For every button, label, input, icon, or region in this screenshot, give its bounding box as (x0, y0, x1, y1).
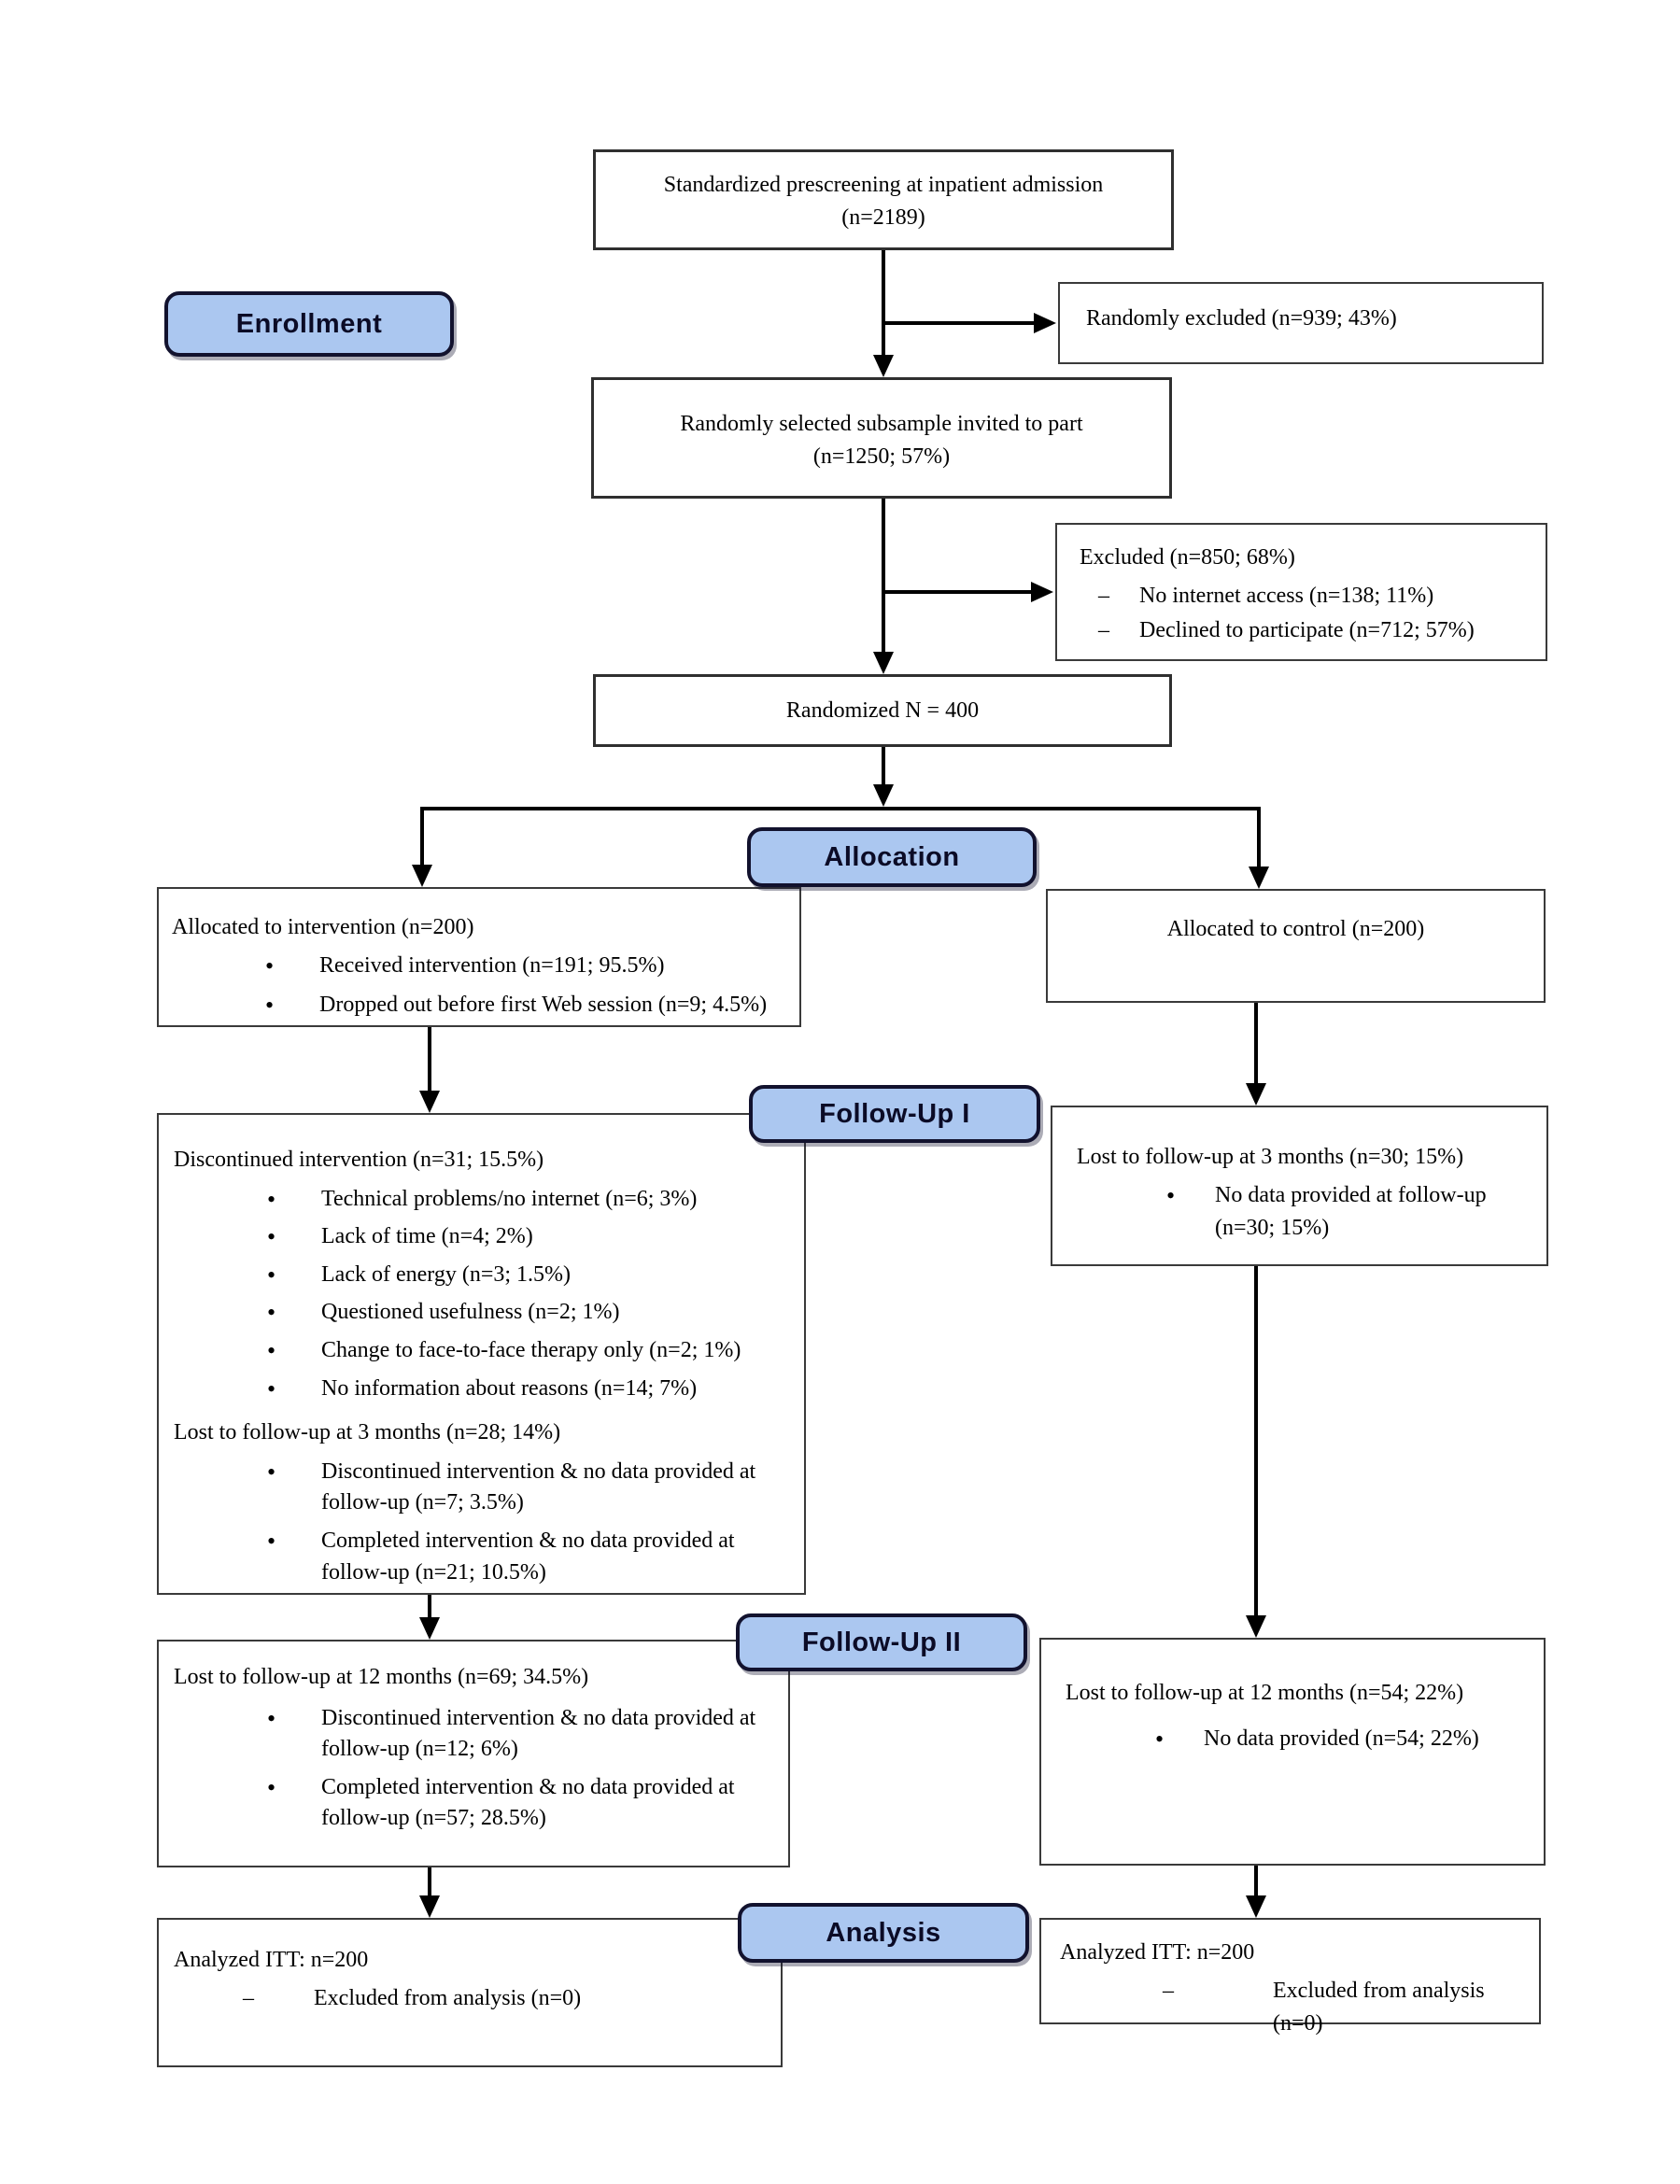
analysis-control-item: Excluded from analysis (n=0) (1060, 1975, 1533, 2040)
stage-label-followup1: Follow-Up I (749, 1085, 1040, 1143)
box-excluded: Excluded (n=850; 68%) No internet access… (1055, 523, 1547, 661)
box-fu1-control: Lost to follow-up at 3 months (n=30; 15%… (1051, 1106, 1548, 1266)
arrow-alloc-control-to-fu1 (1246, 1003, 1266, 1106)
fu2-control-title: Lost to follow-up at 12 months (n=54; 22… (1066, 1681, 1464, 1705)
arrow-to-excluded (883, 582, 1053, 602)
fu2-intervention-title: Lost to follow-up at 12 months (n=69; 34… (174, 1665, 589, 1689)
fu1-intervention-lost-list: Discontinued intervention & no data prov… (174, 1456, 797, 1588)
stage-label-enrollment-text: Enrollment (235, 308, 383, 339)
allocated-intervention-item: Received intervention (n=191; 95.5%) (172, 949, 790, 983)
stage-label-analysis-text: Analysis (826, 1917, 941, 1948)
arrow-subsample-to-randomized (873, 499, 894, 674)
stage-label-followup2: Follow-Up II (736, 1613, 1027, 1671)
stage-label-allocation: Allocation (747, 827, 1037, 887)
fu2-control-item: No data provided (n=54; 22%) (1066, 1722, 1538, 1756)
fu1-intervention-item: No information about reasons (n=14; 7%) (174, 1373, 797, 1406)
box-analysis-control: Analyzed ITT: n=200 Excluded from analys… (1039, 1918, 1541, 2036)
fu1-intervention-item: Questioned usefulness (n=2; 1%) (174, 1296, 797, 1330)
arrow-fu1-control-to-fu2 (1246, 1266, 1266, 1638)
allocated-intervention-list: Received intervention (n=191; 95.5%) Dro… (172, 949, 790, 1022)
box-subsample: Randomly selected subsample invited to p… (591, 377, 1172, 499)
arrow-fu2-control-to-analysis (1246, 1866, 1266, 1918)
fu1-intervention-item: Discontinued intervention & no data prov… (174, 1456, 797, 1519)
allocated-intervention-title: Allocated to intervention (n=200) (172, 915, 474, 939)
box-analysis-intervention: Analyzed ITT: n=200 Excluded from analys… (157, 1918, 783, 2067)
box-prescreening: Standardized prescreening at inpatient a… (593, 149, 1174, 250)
analysis-control-list: Excluded from analysis (n=0) (1060, 1975, 1533, 2040)
box-randomized: Randomized N = 400 (593, 674, 1172, 747)
analysis-control-title: Analyzed ITT: n=200 (1060, 1940, 1255, 1965)
prescreening-line1: Standardized prescreening at inpatient a… (663, 173, 1104, 197)
arrow-fu2-intervention-to-analysis (419, 1867, 440, 1918)
excluded-item: Declined to participate (n=712; 57%) (1080, 614, 1546, 647)
randomized-text: Randomized N = 400 (785, 697, 980, 723)
fu1-control-list: No data provided at follow-up (n=30; 15%… (1077, 1178, 1541, 1245)
fu1-intervention-item: Change to face-to-face therapy only (n=2… (174, 1334, 797, 1368)
fu2-intervention-item: Completed intervention & no data provide… (174, 1771, 781, 1835)
box-fu2-control: Lost to follow-up at 12 months (n=54; 22… (1039, 1638, 1546, 1866)
fu1-intervention-item: Technical problems/no internet (n=6; 3%) (174, 1183, 797, 1217)
branch-line-allocation (412, 807, 1269, 889)
excluded-title: Excluded (n=850; 68%) (1080, 545, 1295, 570)
stage-label-followup2-text: Follow-Up II (801, 1627, 962, 1657)
fu1-intervention-item: Completed intervention & no data provide… (174, 1525, 797, 1588)
fu1-control-item: No data provided at follow-up (n=30; 15%… (1077, 1178, 1541, 1245)
subsample-count: (n=1250; 57%) (812, 444, 951, 469)
fu1-control-title: Lost to follow-up at 3 months (n=30; 15%… (1077, 1145, 1464, 1169)
prescreening-count: (n=2189) (841, 204, 925, 230)
allocated-intervention-item: Dropped out before first Web session (n=… (172, 988, 790, 1022)
fu1-intervention-lost-title: Lost to follow-up at 3 months (n=28; 14%… (174, 1420, 561, 1445)
subsample-line1: Randomly selected subsample invited to p… (680, 412, 1083, 436)
box-randomly-excluded: Randomly excluded (n=939; 43%) (1058, 282, 1544, 364)
stage-label-analysis: Analysis (738, 1903, 1029, 1963)
box-allocated-control: Allocated to control (n=200) (1046, 889, 1546, 1003)
arrow-to-randomly-excluded (883, 313, 1056, 333)
fu1-intervention-item: Lack of time (n=4; 2%) (174, 1220, 797, 1254)
arrow-alloc-intervention-to-fu1 (419, 1027, 440, 1113)
box-fu1-intervention: Discontinued intervention (n=31; 15.5%) … (157, 1113, 806, 1595)
analysis-intervention-list: Excluded from analysis (n=0) (174, 1982, 773, 2015)
randomly-excluded-text: Randomly excluded (n=939; 43%) (1086, 306, 1397, 331)
analysis-intervention-item: Excluded from analysis (n=0) (174, 1982, 773, 2015)
arrow-fu1-intervention-to-fu2 (419, 1595, 440, 1640)
allocated-control-title: Allocated to control (n=200) (1166, 917, 1425, 941)
fu1-intervention-item: Lack of energy (n=3; 1.5%) (174, 1259, 797, 1292)
stage-label-allocation-text: Allocation (824, 841, 960, 872)
arrow-randomized-to-branch (873, 747, 894, 807)
stage-label-followup1-text: Follow-Up I (819, 1098, 970, 1129)
excluded-item: No internet access (n=138; 11%) (1080, 580, 1546, 613)
fu2-control-list: No data provided (n=54; 22%) (1066, 1722, 1538, 1756)
fu1-intervention-discontinued-list: Technical problems/no internet (n=6; 3%)… (174, 1183, 797, 1406)
stage-label-enrollment: Enrollment (164, 291, 454, 357)
box-fu2-intervention: Lost to follow-up at 12 months (n=69; 34… (157, 1640, 790, 1867)
fu2-intervention-item: Discontinued intervention & no data prov… (174, 1702, 781, 1766)
arrow-prescreening-to-subsample (873, 250, 894, 377)
analysis-intervention-title: Analyzed ITT: n=200 (174, 1948, 369, 1972)
fu2-intervention-list: Discontinued intervention & no data prov… (174, 1702, 781, 1835)
box-allocated-intervention: Allocated to intervention (n=200) Receiv… (157, 887, 801, 1027)
excluded-list: No internet access (n=138; 11%) Declined… (1080, 580, 1546, 647)
fu1-intervention-discontinued-title: Discontinued intervention (n=31; 15.5%) (174, 1148, 544, 1172)
